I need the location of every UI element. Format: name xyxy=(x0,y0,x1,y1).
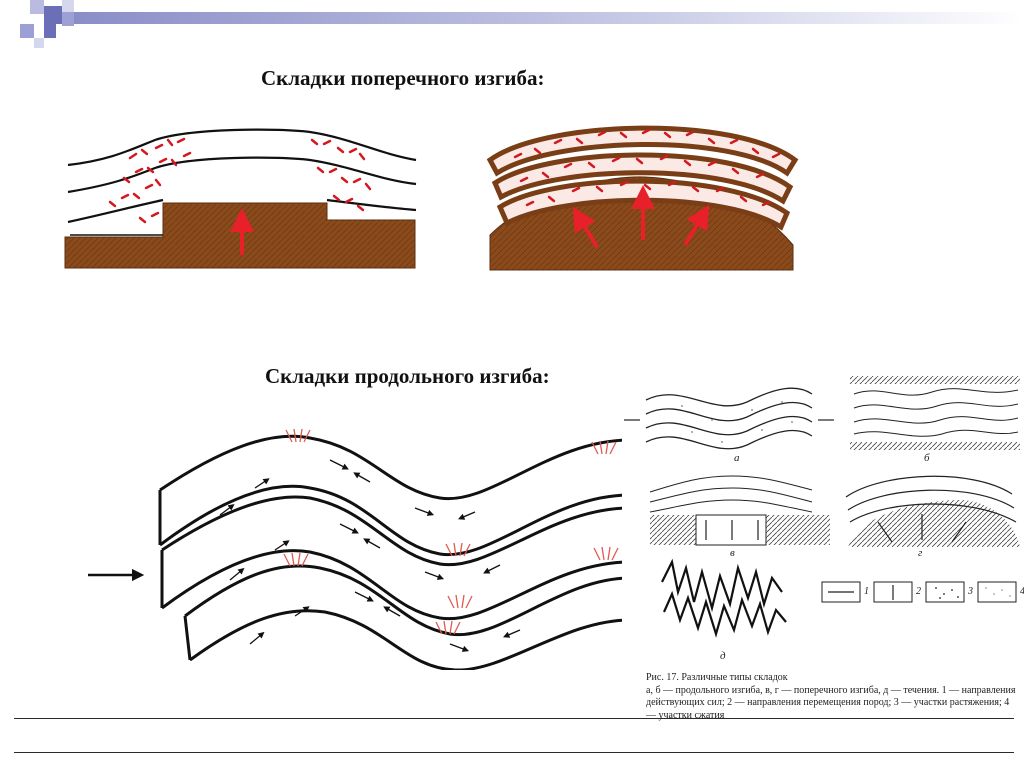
bottom-divider-2 xyxy=(14,752,1014,753)
figure-caption: Рис. 17. Различные типы складок а, б — п… xyxy=(646,672,1018,722)
legend-number-1: 1 xyxy=(864,586,869,597)
legend-number-4: 4 xyxy=(1020,586,1024,597)
figure-label-d: д xyxy=(720,650,726,662)
title-longitudinal: Складки продольного изгиба: xyxy=(265,364,550,388)
figure-caption-text: а, б — продольного изгиба, в, г — попере… xyxy=(646,684,1016,721)
transverse-fold-dome-diagram xyxy=(486,125,799,271)
legend-number-2: 2 xyxy=(916,586,921,597)
figure-label-g: г xyxy=(918,547,923,559)
longitudinal-fold-diagram xyxy=(88,428,630,670)
title-transverse: Складки поперечного изгиба: xyxy=(261,66,545,90)
textbook-figure: а б в г д 1 2 3 4 Рис. 17. Различные тип… xyxy=(622,372,1024,722)
header-bar xyxy=(74,12,1024,24)
bottom-divider-1 xyxy=(14,718,1014,719)
figure-panels xyxy=(624,376,1020,638)
figure-caption-title: Рис. 17. Различные типы складок xyxy=(646,672,788,683)
figure-label-a: а xyxy=(734,452,740,464)
transverse-fold-block-diagram xyxy=(64,128,417,269)
figure-label-v: в xyxy=(730,547,735,559)
legend-number-3: 3 xyxy=(968,586,973,597)
figure-label-b: б xyxy=(924,452,930,464)
